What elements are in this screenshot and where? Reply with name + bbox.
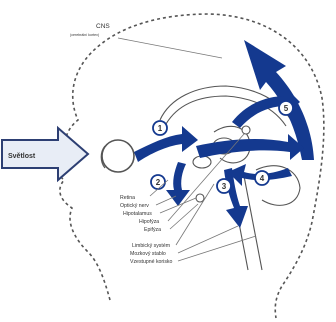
step-2-marker: 2 (151, 175, 165, 189)
hypothalamus-to-back-arrow (196, 134, 304, 160)
step-5-number: 5 (284, 104, 289, 113)
label-hypothalamus: Hipotalamus (123, 211, 152, 217)
label-limbic-system: Limbický systém (132, 243, 170, 249)
hypothalamus-shape (193, 156, 211, 168)
step-1-number: 1 (158, 124, 163, 133)
step-2-number: 2 (156, 178, 161, 187)
label-ascending-tract: Vzestupné korisko (130, 259, 173, 265)
eye-icon (101, 140, 134, 172)
epiphysis-shape (242, 126, 250, 134)
cns-subtitle: (cerebrální kortex) (70, 33, 99, 37)
cns-title: CNS (96, 23, 110, 30)
hypophysis-shape (196, 194, 204, 202)
step-4-marker: 4 (255, 171, 269, 185)
label-hypophysis: Hipofýza (139, 219, 159, 225)
step-5-marker: 5 (279, 101, 293, 115)
label-retina: Retina (120, 195, 135, 201)
structure-labels: Retina Optický nerv Hipotalamus Hipofýza… (120, 195, 173, 265)
step-3-number: 3 (222, 182, 227, 191)
step-1-marker: 1 (153, 121, 167, 135)
light-label: Světlost (8, 153, 36, 160)
label-optic-nerve: Optický nerv (120, 203, 149, 209)
label-epiphysis: Epifýza (144, 227, 161, 233)
head-outline (58, 14, 324, 318)
label-brain-stem: Mozkový stablo (130, 251, 166, 257)
step-3-marker: 3 (217, 179, 231, 193)
step-4-number: 4 (260, 174, 265, 183)
